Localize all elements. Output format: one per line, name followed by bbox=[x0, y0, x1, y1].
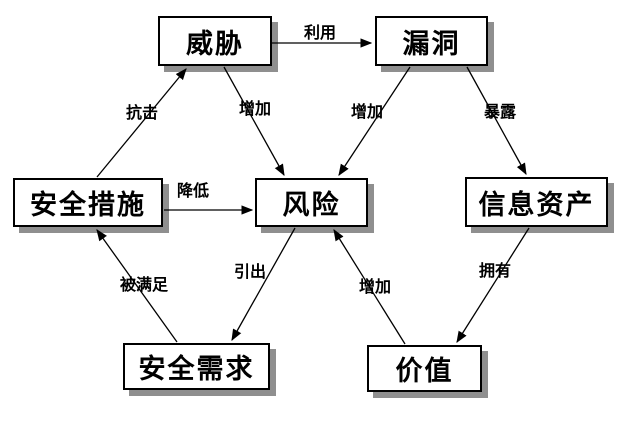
node-security-measures: 安全措施 bbox=[13, 178, 163, 227]
node-threat: 威胁 bbox=[158, 16, 272, 66]
edge-label-own: 拥有 bbox=[478, 261, 512, 280]
edge-label-increase-threat: 增加 bbox=[238, 99, 272, 118]
node-value: 价值 bbox=[367, 345, 482, 392]
node-risk: 风险 bbox=[255, 178, 368, 227]
edge-label-expose: 暴露 bbox=[483, 102, 517, 121]
edge-label-satisfied: 被满足 bbox=[119, 275, 169, 294]
edge-label-increase-vuln: 增加 bbox=[350, 102, 384, 121]
edge-assets-value bbox=[456, 227, 530, 343]
edge-risk-requirements bbox=[231, 227, 296, 342]
edge-label-exploit: 利用 bbox=[303, 23, 337, 42]
node-vulnerability: 漏洞 bbox=[375, 16, 488, 66]
node-information-assets: 信息资产 bbox=[465, 177, 608, 227]
edge-measures-threat bbox=[96, 68, 187, 178]
edge-label-resist: 抗击 bbox=[125, 103, 159, 122]
edge-label-lead-to: 引出 bbox=[233, 262, 267, 281]
edge-threat-risk bbox=[223, 66, 285, 177]
edge-label-increase-value: 增加 bbox=[358, 277, 392, 296]
node-security-requirements: 安全需求 bbox=[123, 343, 270, 390]
edge-label-reduce: 降低 bbox=[176, 181, 210, 200]
